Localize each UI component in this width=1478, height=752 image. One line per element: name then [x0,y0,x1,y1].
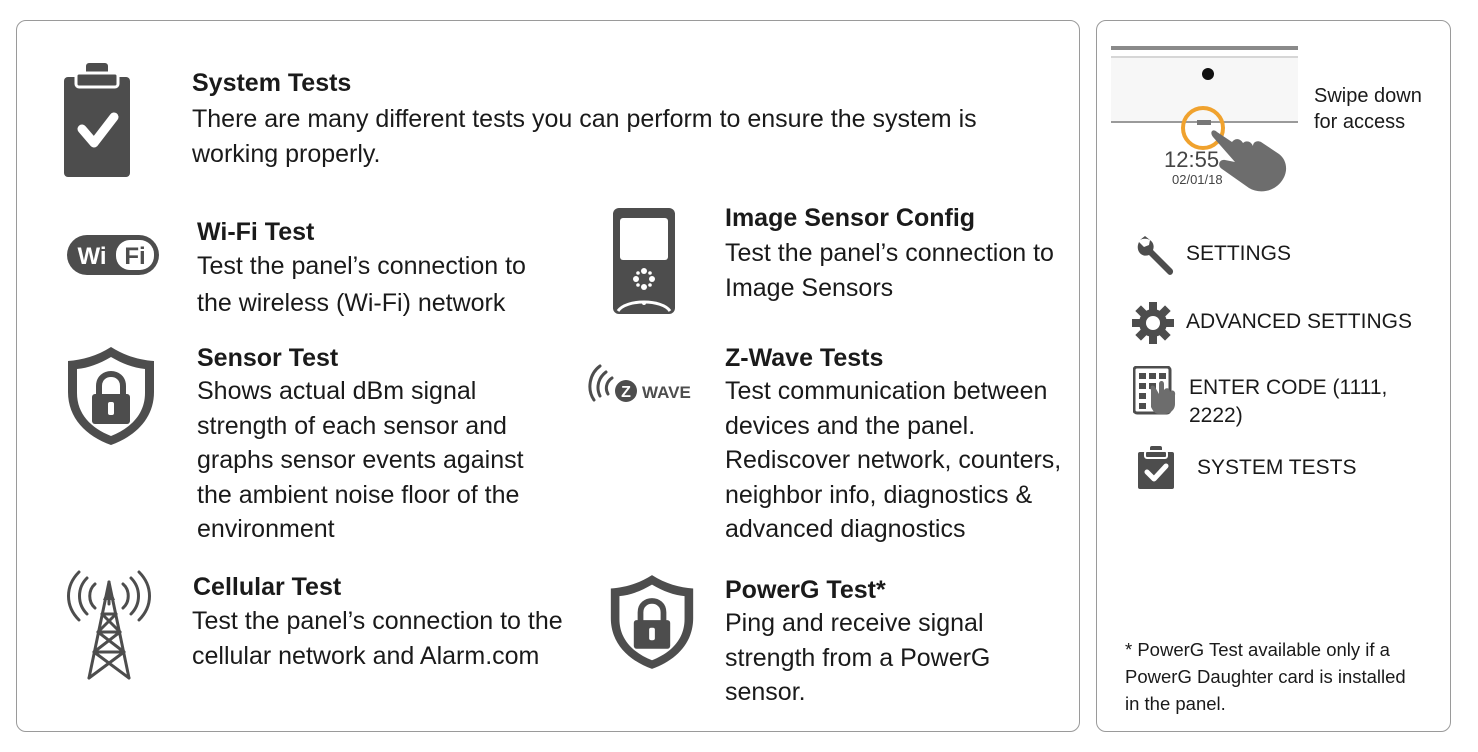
camera-dot [1202,68,1214,80]
svg-text:Wi: Wi [77,243,106,270]
menu-label-system-tests: SYSTEM TESTS [1197,456,1357,479]
screen-time: 12:55 [1164,147,1220,172]
zwave-tests-description: Test communication between devices and t… [725,377,1062,543]
system-tests-description: There are many different tests you can p… [192,105,977,168]
screen-date: 02/01/18 [1172,172,1223,187]
menu-item-settings[interactable]: SETTINGS [1134,236,1434,280]
zwave-logo-text: WAVE [642,383,691,402]
gear-icon [1132,302,1174,344]
powerg-test-description: Ping and receive signal strength from a … [725,609,991,706]
zwave-icon: Z WAVE [586,362,706,410]
system-tests-panel [16,20,1080,732]
powerg-footnote: * PowerG Test available only if a PowerG… [1125,639,1406,714]
keypad-hand-icon [1133,366,1181,416]
swipe-hint: Swipe down for access [1314,85,1422,133]
swipe-highlight-circle [1181,106,1225,150]
cellular-test-description: Test the panel’s connection to the cellu… [192,607,563,670]
wrench-icon [1134,236,1176,278]
menu-item-enter-code[interactable]: ENTER CODE (1111, 2222) [1133,366,1443,427]
clipboard-check-icon [1137,446,1175,490]
image-sensor-icon [612,207,676,315]
cell-tower-icon [55,570,163,682]
menu-label-advanced-settings: ADVANCED SETTINGS [1186,310,1412,333]
powerg-test-title: PowerG Test* [725,576,886,604]
sensor-test-title: Sensor Test [197,344,339,372]
svg-text:Fi: Fi [124,243,145,270]
image-sensor-config-description: Test the panel’s connection to Image Sen… [725,239,1054,302]
system-tests-title: System Tests [192,69,352,97]
wifi-test-title: Wi-Fi Test [197,218,315,246]
wifi-icon: Wi Fi [66,232,160,278]
svg-text:Z: Z [621,384,631,401]
sensor-test-description: Shows actual dBm signal strength of each… [197,377,524,543]
panel-screen-preview: 12:55 02/01/18 [1111,46,1298,196]
pointing-hand-icon [1209,124,1289,196]
swipe-handle[interactable] [1197,120,1211,125]
menu-item-advanced-settings[interactable]: ADVANCED SETTINGS [1132,302,1432,346]
image-sensor-config-title: Image Sensor Config [725,204,976,232]
menu-label-enter-code: ENTER CODE (1111, 2222) [1189,376,1388,427]
powerg-shield-lock-icon [607,572,697,672]
cellular-test-title: Cellular Test [193,573,342,601]
menu-label-settings: SETTINGS [1186,242,1292,265]
wifi-test-description: Test the panel’s connection to the wirel… [197,252,526,317]
clipboard-check-icon [62,63,132,179]
shield-lock-icon [64,344,158,448]
zwave-tests-title: Z-Wave Tests [725,344,884,372]
menu-item-system-tests[interactable]: SYSTEM TESTS [1137,446,1437,492]
